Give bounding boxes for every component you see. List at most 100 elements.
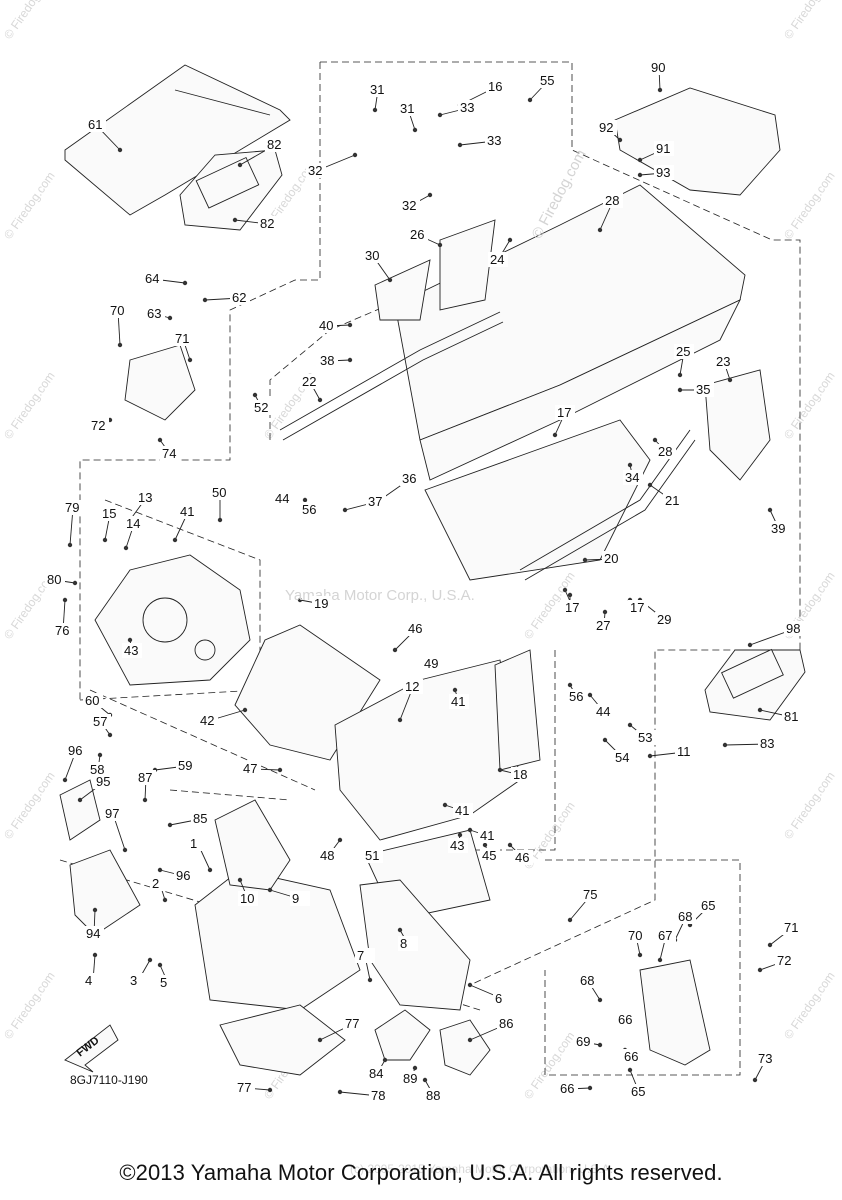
callout-58[interactable]: 58: [90, 762, 104, 777]
callout-98[interactable]: 98: [786, 621, 800, 636]
callout-78[interactable]: 78: [371, 1088, 385, 1103]
callout-33[interactable]: 33: [460, 100, 474, 115]
callout-27[interactable]: 27: [596, 618, 610, 633]
callout-90[interactable]: 90: [651, 60, 665, 75]
callout-29[interactable]: 29: [657, 612, 671, 627]
callout-74[interactable]: 74: [162, 446, 176, 461]
callout-96[interactable]: 96: [68, 743, 82, 758]
callout-72[interactable]: 72: [777, 953, 791, 968]
callout-40[interactable]: 40: [319, 318, 333, 333]
callout-20[interactable]: 20: [604, 551, 618, 566]
callout-2[interactable]: 2: [152, 876, 159, 891]
callout-59[interactable]: 59: [178, 758, 192, 773]
callout-56[interactable]: 56: [302, 502, 316, 517]
callout-68[interactable]: 68: [580, 973, 594, 988]
callout-63[interactable]: 63: [147, 306, 161, 321]
callout-88[interactable]: 88: [426, 1088, 440, 1103]
callout-79[interactable]: 79: [65, 500, 79, 515]
callout-41[interactable]: 41: [180, 504, 194, 519]
callout-39[interactable]: 39: [771, 521, 785, 536]
callout-32[interactable]: 32: [402, 198, 416, 213]
callout-52[interactable]: 52: [254, 400, 268, 415]
callout-8[interactable]: 8: [400, 936, 407, 951]
callout-21[interactable]: 21: [665, 493, 679, 508]
callout-43[interactable]: 43: [450, 838, 464, 853]
callout-81[interactable]: 81: [784, 709, 798, 724]
callout-26[interactable]: 26: [410, 227, 424, 242]
callout-23[interactable]: 23: [716, 354, 730, 369]
callout-25[interactable]: 25: [676, 344, 690, 359]
callout-60[interactable]: 60: [85, 693, 99, 708]
callout-71[interactable]: 71: [784, 920, 798, 935]
callout-71[interactable]: 71: [175, 331, 189, 346]
callout-9[interactable]: 9: [292, 891, 299, 906]
callout-56[interactable]: 56: [569, 689, 583, 704]
callout-18[interactable]: 18: [513, 767, 527, 782]
callout-42[interactable]: 42: [200, 713, 214, 728]
callout-17[interactable]: 17: [630, 600, 644, 615]
callout-86[interactable]: 86: [499, 1016, 513, 1031]
callout-96[interactable]: 96: [176, 868, 190, 883]
callout-66[interactable]: 66: [618, 1012, 632, 1027]
callout-22[interactable]: 22: [302, 374, 316, 389]
callout-46[interactable]: 46: [408, 621, 422, 636]
callout-46[interactable]: 46: [515, 850, 529, 865]
callout-41[interactable]: 41: [451, 694, 465, 709]
callout-17[interactable]: 17: [557, 405, 571, 420]
callout-95[interactable]: 95: [96, 774, 110, 789]
callout-3[interactable]: 3: [130, 973, 137, 988]
callout-32[interactable]: 32: [308, 163, 322, 178]
callout-53[interactable]: 53: [638, 730, 652, 745]
callout-37[interactable]: 37: [368, 494, 382, 509]
callout-44[interactable]: 44: [275, 491, 289, 506]
callout-36[interactable]: 36: [402, 471, 416, 486]
callout-66[interactable]: 66: [560, 1081, 574, 1096]
callout-28[interactable]: 28: [605, 193, 619, 208]
callout-45[interactable]: 45: [482, 848, 496, 863]
callout-30[interactable]: 30: [365, 248, 379, 263]
callout-43[interactable]: 43: [124, 643, 138, 658]
callout-14[interactable]: 14: [126, 516, 140, 531]
callout-92[interactable]: 92: [599, 120, 613, 135]
callout-48[interactable]: 48: [320, 848, 334, 863]
callout-24[interactable]: 24: [490, 252, 504, 267]
callout-51[interactable]: 51: [365, 848, 379, 863]
callout-49[interactable]: 49: [424, 656, 438, 671]
callout-65[interactable]: 65: [701, 898, 715, 913]
callout-13[interactable]: 13: [138, 490, 152, 505]
callout-4[interactable]: 4: [85, 973, 92, 988]
callout-82[interactable]: 82: [260, 216, 274, 231]
callout-41[interactable]: 41: [480, 828, 494, 843]
callout-65[interactable]: 65: [631, 1084, 645, 1099]
callout-93[interactable]: 93: [656, 165, 670, 180]
callout-76[interactable]: 76: [55, 623, 69, 638]
callout-11[interactable]: 11: [677, 744, 691, 759]
callout-10[interactable]: 10: [240, 891, 254, 906]
callout-28[interactable]: 28: [658, 444, 672, 459]
callout-94[interactable]: 94: [86, 926, 100, 941]
callout-91[interactable]: 91: [656, 141, 670, 156]
callout-82[interactable]: 82: [267, 137, 281, 152]
callout-17[interactable]: 17: [565, 600, 579, 615]
callout-6[interactable]: 6: [495, 991, 502, 1006]
callout-97[interactable]: 97: [105, 806, 119, 821]
callout-64[interactable]: 64: [145, 271, 159, 286]
callout-38[interactable]: 38: [320, 353, 334, 368]
callout-87[interactable]: 87: [138, 770, 152, 785]
callout-19[interactable]: 19: [314, 596, 328, 611]
callout-34[interactable]: 34: [625, 470, 639, 485]
callout-73[interactable]: 73: [758, 1051, 772, 1066]
callout-68[interactable]: 68: [678, 909, 692, 924]
callout-1[interactable]: 1: [190, 836, 197, 851]
callout-5[interactable]: 5: [160, 975, 167, 990]
callout-41[interactable]: 41: [455, 803, 469, 818]
callout-44[interactable]: 44: [596, 704, 610, 719]
callout-72[interactable]: 72: [91, 418, 105, 433]
callout-55[interactable]: 55: [540, 73, 554, 88]
callout-61[interactable]: 61: [88, 117, 102, 132]
callout-16[interactable]: 16: [488, 79, 502, 94]
callout-47[interactable]: 47: [243, 761, 257, 776]
callout-83[interactable]: 83: [760, 736, 774, 751]
callout-77[interactable]: 77: [237, 1080, 251, 1095]
callout-67[interactable]: 67: [658, 928, 672, 943]
